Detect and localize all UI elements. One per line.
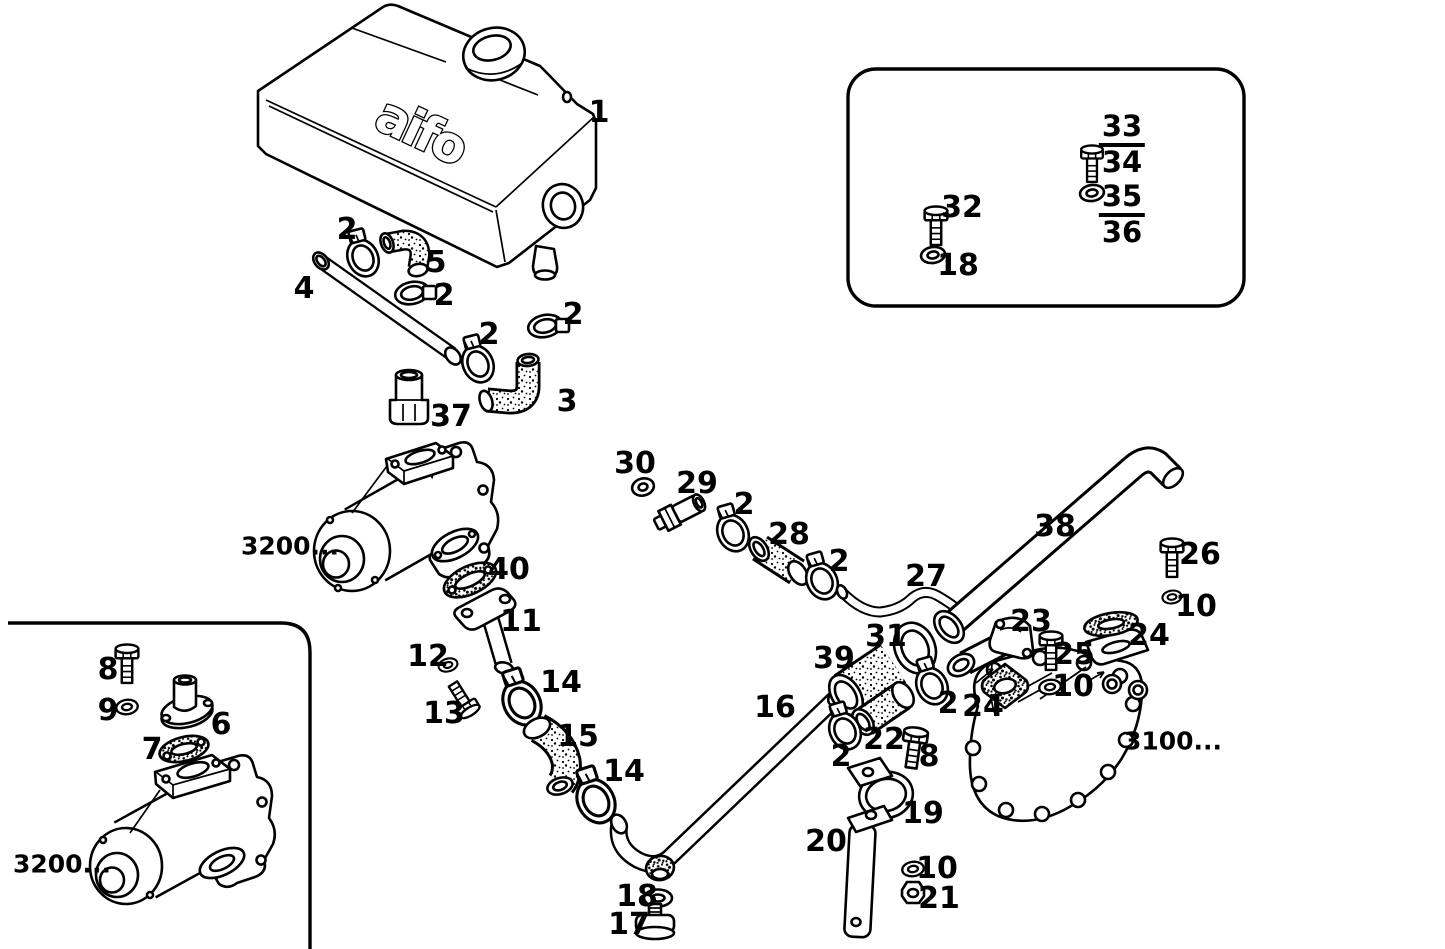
elbow-hose-5 <box>379 229 431 278</box>
water-pump-main <box>312 441 500 593</box>
elbow-hose-3 <box>478 352 541 415</box>
hose-15 <box>522 714 582 796</box>
washer-35-36 <box>1077 182 1107 204</box>
washer-12 <box>436 655 460 675</box>
bracket-clamp-19 <box>846 756 915 820</box>
sleeve-37 <box>388 368 430 426</box>
washer-18 <box>918 244 948 266</box>
gasket-24-oval <box>1083 610 1139 638</box>
bolt-33-34 <box>1080 144 1104 184</box>
washer-10 <box>900 859 926 879</box>
hose-28 <box>747 535 810 587</box>
pipe-4 <box>311 251 463 366</box>
expansion-tank: aifo <box>256 3 598 281</box>
elbow-fitting-23 <box>946 616 1035 678</box>
outlet-pipe-11 <box>453 587 517 675</box>
nut-21 <box>900 880 926 905</box>
gasket-24-square <box>980 662 1030 710</box>
hose-clamp-2 <box>705 498 757 558</box>
bolt-13 <box>442 677 483 722</box>
inset-box-frame <box>8 621 312 949</box>
washer-30 <box>630 477 656 497</box>
hose-clamp-2 <box>391 275 440 309</box>
fitting-6 <box>160 674 214 730</box>
washer-10 <box>1160 588 1184 606</box>
washer-9 <box>114 697 140 717</box>
sleeve-39 <box>827 643 907 717</box>
gasket-7 <box>158 734 210 764</box>
filler-cap <box>461 26 527 82</box>
hose-27 <box>835 584 966 618</box>
bolt-8 <box>897 724 930 771</box>
water-pump-inset <box>88 753 277 906</box>
hose-38 <box>932 446 1185 645</box>
gasket-40 <box>442 561 498 599</box>
drain-plug-17 <box>634 902 676 941</box>
sleeve-22 <box>850 680 916 737</box>
hose-clamp-2 <box>524 308 573 342</box>
bolt-26 <box>1159 537 1185 579</box>
fitting-29 <box>652 493 707 533</box>
detail-box-frame <box>846 67 1246 308</box>
bolt-8 <box>114 643 140 685</box>
pipe-16 <box>609 687 848 882</box>
bolt-32 <box>923 205 949 247</box>
strap-20 <box>843 804 894 939</box>
